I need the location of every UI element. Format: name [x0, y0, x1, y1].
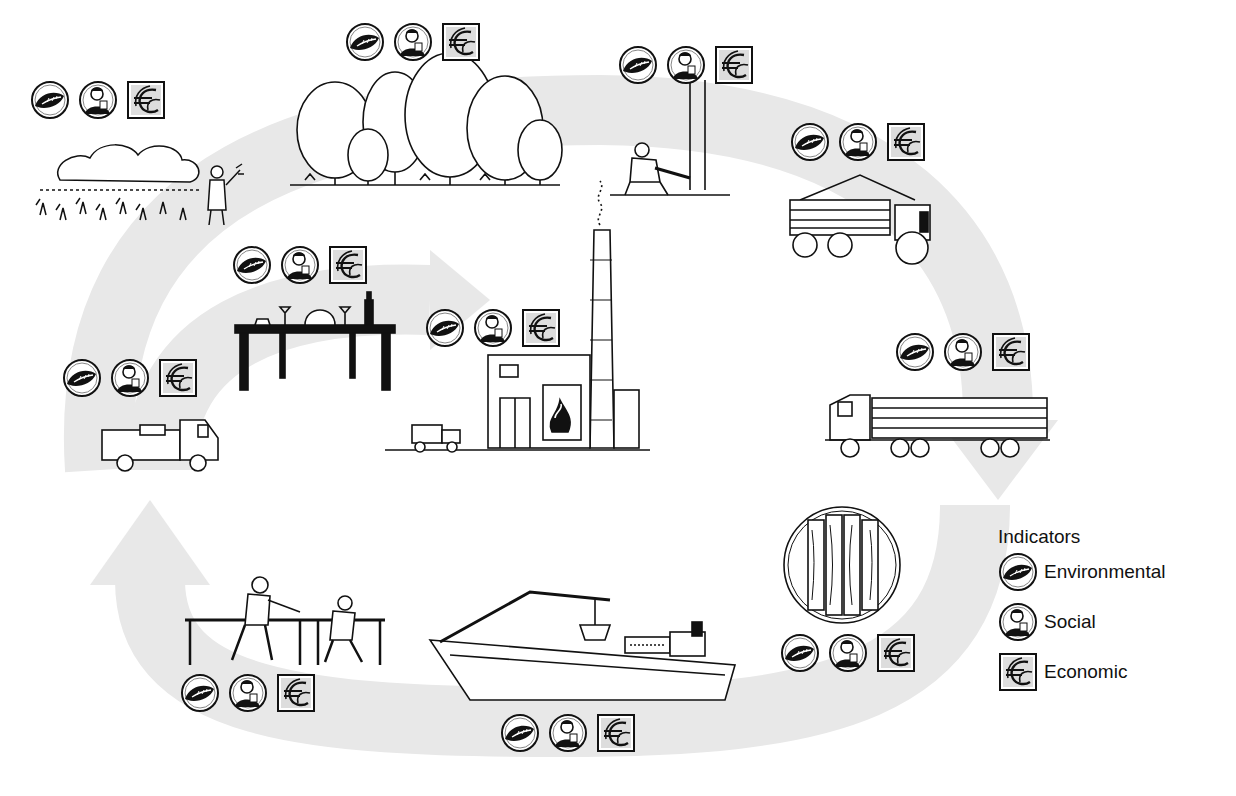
legend-icon — [998, 552, 1038, 592]
legend-entry: Environmental — [998, 552, 1165, 592]
indicator-icons — [32, 24, 1029, 751]
energy-plant-illustration — [385, 181, 650, 452]
planting-illustration — [36, 145, 244, 225]
legend-text: Economic — [1044, 661, 1127, 683]
legend-text: Social — [1044, 611, 1096, 633]
forest-illustration — [290, 53, 562, 185]
legend-icon — [998, 602, 1038, 642]
felling-illustration — [610, 80, 730, 195]
cycle-arrowheads — [90, 250, 1058, 585]
ship-illustration — [430, 592, 735, 700]
table-illustration — [235, 292, 395, 390]
legend-icon — [998, 652, 1038, 692]
carpenters-illustration — [185, 577, 385, 665]
legend-heading: Indicators — [998, 526, 1080, 548]
legend-entry: Economic — [998, 652, 1127, 692]
timber-truck-illustration — [825, 395, 1050, 457]
forwarder-illustration — [790, 175, 930, 264]
delivery-truck-illustration — [102, 420, 218, 471]
cycle-arrow — [99, 110, 998, 722]
legend-entry: Social — [998, 602, 1096, 642]
legend-text: Environmental — [1044, 561, 1165, 583]
sawn-wood-illustration — [784, 507, 900, 623]
